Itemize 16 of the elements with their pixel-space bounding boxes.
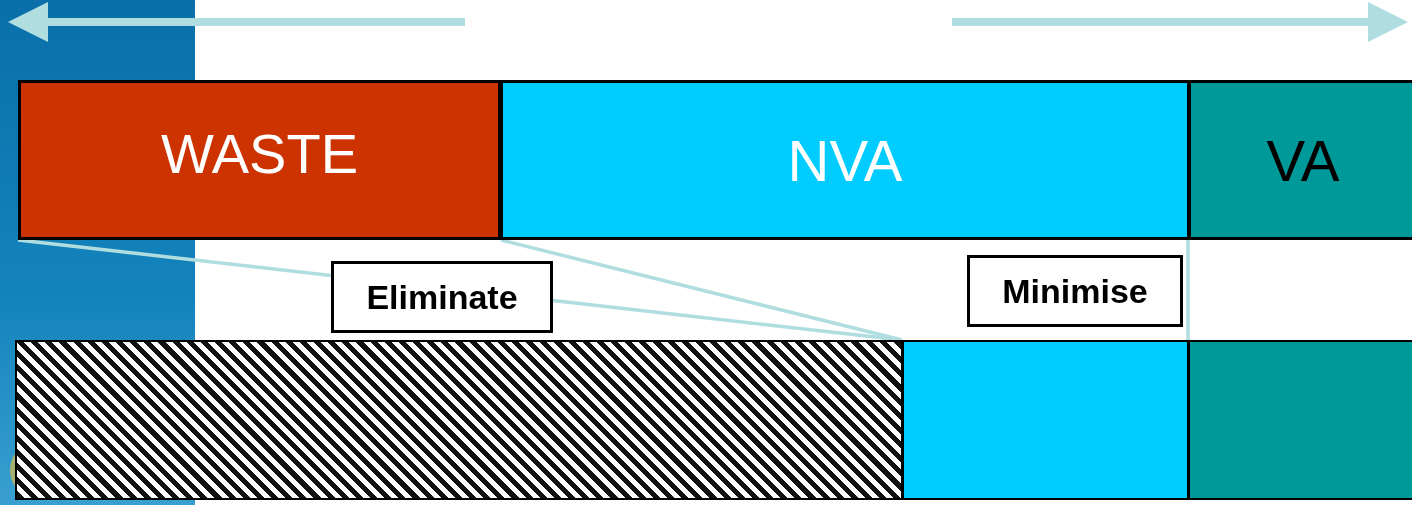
box-label: WASTE	[160, 120, 358, 186]
minimise-label	[967, 255, 1183, 327]
eliminate-label	[331, 261, 553, 333]
box-label: NVA	[787, 126, 903, 194]
connector-line	[500, 238, 903, 342]
box-label: VA	[1266, 126, 1340, 194]
box-label: Eliminate	[366, 277, 518, 317]
nva-box	[500, 80, 1190, 240]
va-box	[1188, 80, 1412, 240]
nva-reduced-box	[902, 340, 1189, 500]
va-bottom-box	[1188, 340, 1412, 500]
box-label: Minimise	[1002, 271, 1148, 311]
connector-line	[1186, 240, 1190, 340]
connector-line	[17, 238, 332, 278]
waste-box	[18, 80, 501, 240]
hatched-box	[15, 340, 903, 500]
